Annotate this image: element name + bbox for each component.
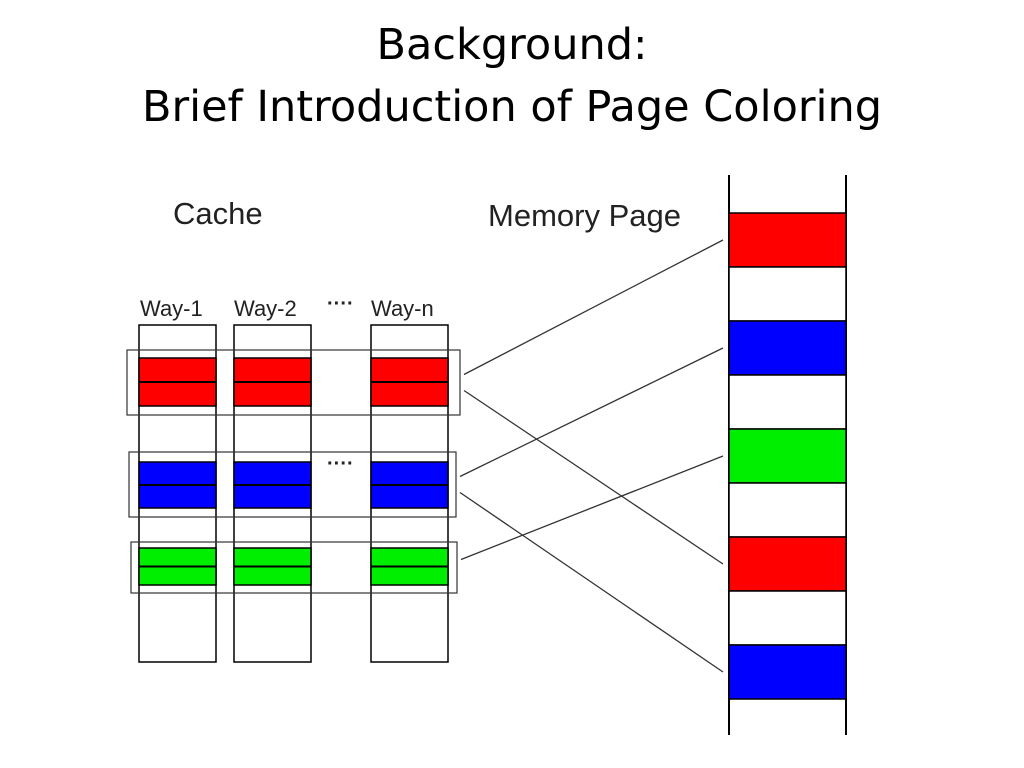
memory-page-8-white xyxy=(728,590,847,646)
mapping-line-2 xyxy=(463,389,724,565)
cache-set-frame-3 xyxy=(130,541,458,594)
way-1-label: Way-1 xyxy=(140,296,203,321)
row-ellipsis: ···· xyxy=(327,453,354,475)
memory-page-5-green xyxy=(728,428,847,484)
cache-sets xyxy=(126,349,461,594)
mapping-lines xyxy=(459,239,724,673)
cache-set-3 xyxy=(130,541,458,594)
cache-set-2 xyxy=(128,451,457,518)
mapping-line-5 xyxy=(460,455,724,561)
mapping-line-4 xyxy=(459,491,724,673)
slide-title: Background: Brief Introduction of Page C… xyxy=(0,14,1024,138)
memory-page-7-red xyxy=(728,536,847,592)
memory-page-9-blue xyxy=(728,644,847,700)
ways-ellipsis: ···· xyxy=(327,293,354,315)
title-line-1: Background: xyxy=(376,20,648,70)
memory-page-3-blue xyxy=(728,320,847,376)
memory-page-column xyxy=(728,175,847,735)
cache-set-frame-1 xyxy=(126,349,461,416)
memory-page-2-white xyxy=(728,266,847,322)
way-n-label: Way-n xyxy=(371,296,434,321)
mapping-line-3 xyxy=(459,347,724,478)
cache-set-frame-2 xyxy=(128,451,457,518)
cache-label: Cache xyxy=(173,196,263,231)
title-line-2: Brief Introduction of Page Coloring xyxy=(141,82,883,132)
memory-page-label: Memory Page xyxy=(488,198,681,233)
memory-page-4-white xyxy=(728,374,847,430)
memory-page-6-white xyxy=(728,482,847,538)
memory-page-1-red xyxy=(728,212,847,268)
cache-set-1 xyxy=(126,349,461,416)
way-2-label: Way-2 xyxy=(234,296,297,321)
mapping-line-1 xyxy=(463,239,724,376)
